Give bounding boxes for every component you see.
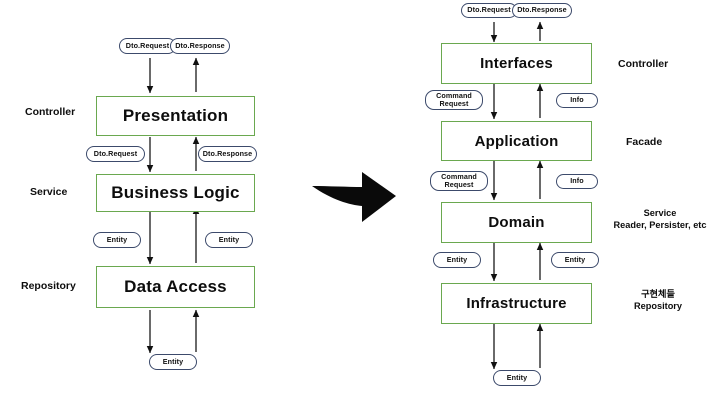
left-pill-dto-response-top[interactable]: Dto.Response — [170, 38, 230, 54]
left-pill-entity-bottom[interactable]: Entity — [149, 354, 197, 370]
left-role-repository: Repository — [21, 280, 76, 292]
left-pill-dto-request-top[interactable]: Dto.Request — [119, 38, 176, 54]
right-layer-application[interactable]: Application — [441, 121, 592, 161]
left-role-controller: Controller — [25, 106, 76, 118]
right-layer-infrastructure[interactable]: Infrastructure — [441, 283, 592, 324]
right-layer-interfaces[interactable]: Interfaces — [441, 43, 592, 84]
right-role-facade: Facade — [626, 136, 663, 148]
left-pill-dto-response-mid[interactable]: Dto.Response — [198, 146, 257, 162]
left-layer-presentation[interactable]: Presentation — [96, 96, 255, 136]
right-pill-entity-right[interactable]: Entity — [551, 252, 599, 268]
left-layer-business-logic[interactable]: Business Logic — [96, 174, 255, 212]
left-role-service: Service — [30, 186, 68, 198]
right-pill-info-1[interactable]: Info — [556, 93, 598, 108]
right-pill-dto-request-top[interactable]: Dto.Request — [461, 3, 517, 18]
right-layer-domain[interactable]: Domain — [441, 202, 592, 243]
right-role-controller: Controller — [618, 58, 669, 70]
right-pill-dto-response-top[interactable]: Dto.Response — [512, 3, 572, 18]
left-pill-entity-right[interactable]: Entity — [205, 232, 253, 248]
right-pill-entity-left[interactable]: Entity — [433, 252, 481, 268]
left-pill-entity-left[interactable]: Entity — [93, 232, 141, 248]
right-pill-entity-bottom[interactable]: Entity — [493, 370, 541, 386]
transition-arrow-icon — [312, 172, 396, 222]
right-role-repository: 구현체들 Repository — [634, 289, 682, 311]
right-role-service: Service Reader, Persister, etc — [613, 208, 707, 230]
right-pill-command-request-2[interactable]: Command Request — [430, 171, 488, 191]
right-pill-command-request-1[interactable]: Command Request — [425, 90, 483, 110]
left-layer-data-access[interactable]: Data Access — [96, 266, 255, 308]
right-pill-info-2[interactable]: Info — [556, 174, 598, 189]
left-pill-dto-request-mid[interactable]: Dto.Request — [86, 146, 145, 162]
